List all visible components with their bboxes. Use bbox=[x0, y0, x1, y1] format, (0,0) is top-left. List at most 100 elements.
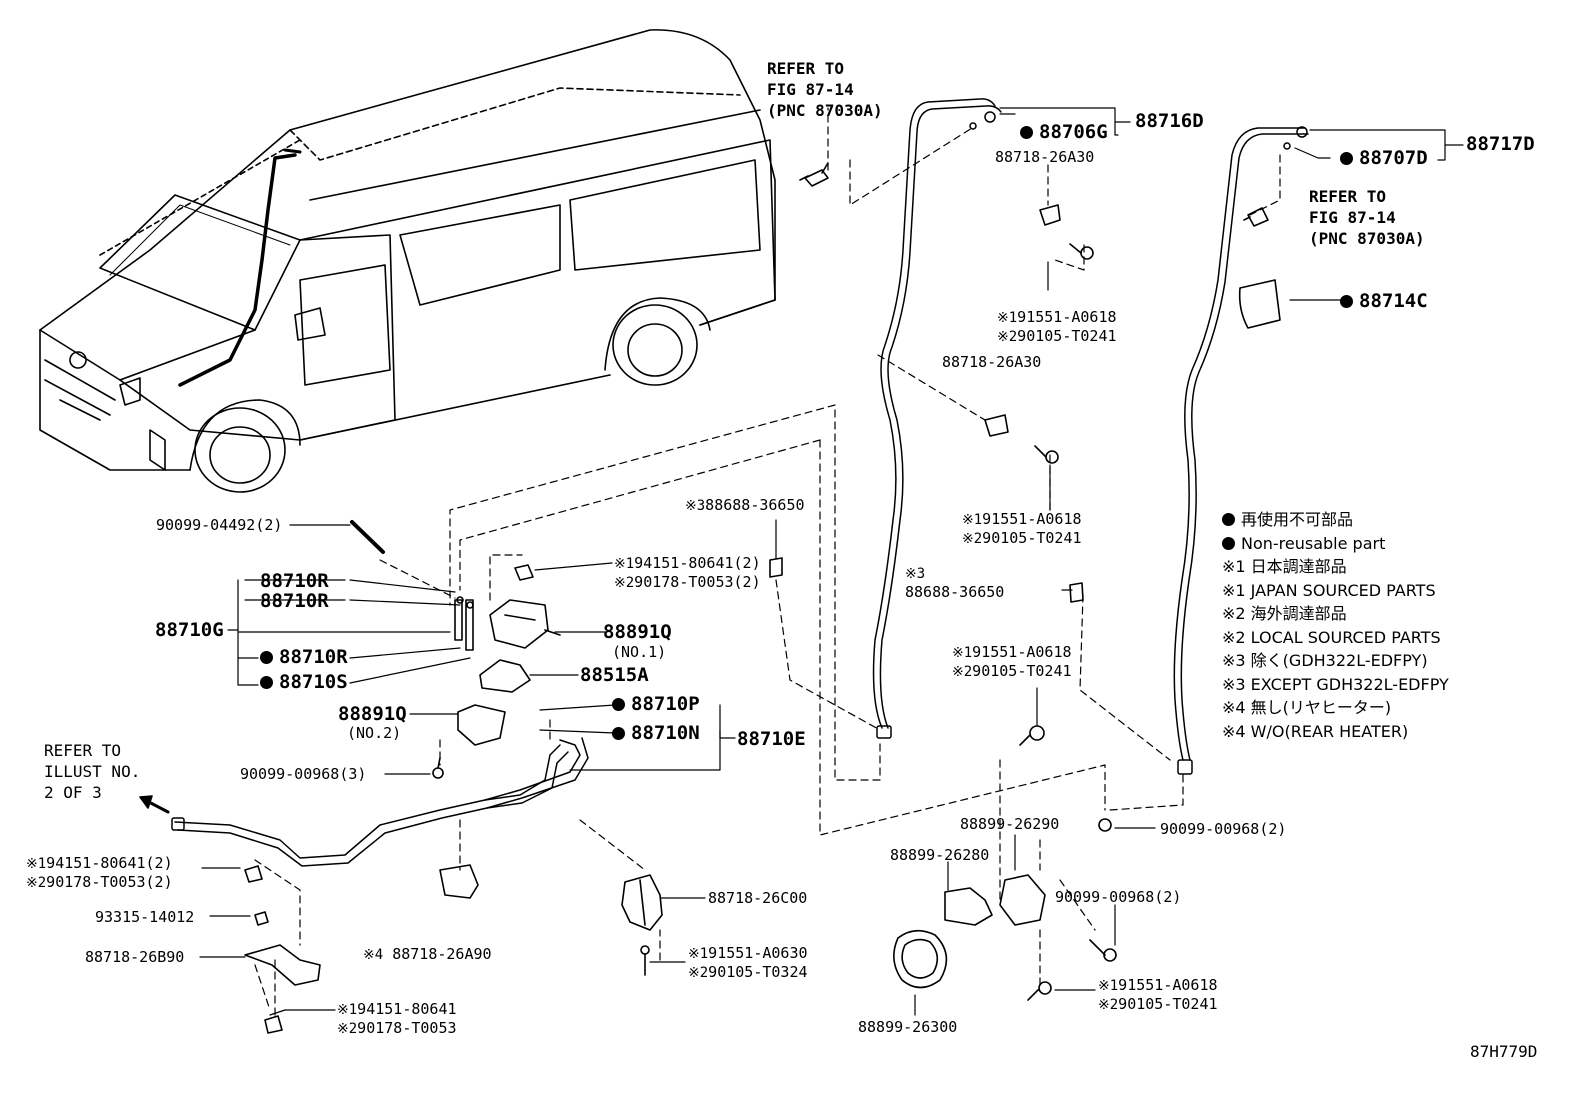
refer-illust: REFER TO ILLUST NO. 2 OF 3 bbox=[44, 741, 141, 802]
label-88718-26a30-mid: 88718-26A30 bbox=[942, 353, 1042, 371]
label-88718-26c00: 88718-26C00 bbox=[708, 889, 808, 907]
front-washer-tube bbox=[872, 98, 1002, 739]
clip-88688-right bbox=[1069, 582, 1084, 603]
bolt-right-mid bbox=[1019, 725, 1045, 746]
clamp-26a90 bbox=[439, 864, 479, 899]
label-88718-26a90: ※4 88718-26A90 bbox=[363, 945, 492, 963]
label-90099-00968-3: 90099-00968(3) bbox=[240, 765, 367, 783]
label-90099-04492: 90099-04492(2) bbox=[156, 516, 283, 534]
label-88714c: 88714C bbox=[1340, 290, 1428, 312]
legend-n3-jp: ※3 除く(GDH322L-EDFPY) bbox=[1222, 651, 1428, 670]
label-88718-26b90: 88718-26B90 bbox=[85, 948, 185, 966]
connector-top-tip bbox=[799, 175, 809, 181]
hose-88710e bbox=[171, 737, 589, 867]
bolt-label-right-mid: ※191551-A0618※290105-T0241 bbox=[952, 643, 1072, 680]
bolt-90099-04492 bbox=[350, 520, 385, 554]
label-88710e: 88710E bbox=[737, 728, 806, 750]
nut-label-top: ※194151-80641(2)※290178-T0053(2) bbox=[614, 554, 761, 591]
non-reusable-dot bbox=[1020, 126, 1033, 139]
legend-n2-en: ※2 LOCAL SOURCED PARTS bbox=[1222, 627, 1441, 647]
bolt-90099-00968-b bbox=[1103, 948, 1117, 962]
label-88899-26300: 88899-26300 bbox=[858, 1018, 958, 1036]
nut-label-bottom: ※194151-80641※290178-T0053 bbox=[337, 1000, 457, 1037]
label-no2: (NO.2) bbox=[347, 724, 402, 742]
label-88899-26290: 88899-26290 bbox=[960, 815, 1060, 833]
connector-top bbox=[804, 169, 829, 187]
label-93315-14012: 93315-14012 bbox=[95, 908, 195, 926]
label-88706g: 88706G bbox=[1020, 121, 1108, 143]
bracket-26b90 bbox=[244, 944, 321, 986]
bolt-label-26c00: ※191551-A0630※290105-T0324 bbox=[688, 944, 808, 981]
label-88707d: 88707D bbox=[1340, 147, 1428, 169]
clip-88688-left bbox=[769, 557, 783, 578]
cap-88714c bbox=[1238, 279, 1281, 329]
legend-n2-jp: ※2 海外調達部品 bbox=[1222, 604, 1347, 623]
bolt-90099-00968-a bbox=[1098, 818, 1112, 832]
non-reusable-dot bbox=[260, 651, 273, 664]
bracket-88899-26280 bbox=[944, 887, 993, 926]
bolt-mid bbox=[1034, 445, 1059, 464]
bolt-90099-00968-3 bbox=[432, 757, 444, 779]
label-88710p: 88710P bbox=[612, 693, 700, 715]
label-88710r-3: 88710R bbox=[260, 646, 348, 668]
bolt-label-top: ※191551-A0618※290105-T0241 bbox=[997, 308, 1117, 345]
valves-88710r bbox=[454, 596, 474, 651]
pump-88891q-no2 bbox=[457, 704, 506, 746]
label-88899-26280: 88899-26280 bbox=[890, 846, 990, 864]
bolt-top bbox=[1069, 243, 1094, 260]
label-88710r-2: 88710R bbox=[260, 590, 329, 612]
label-88891q-1: 88891Q bbox=[603, 621, 672, 643]
non-reusable-dot bbox=[1340, 152, 1353, 165]
label-88688-36650-left: ※388688-36650 bbox=[685, 496, 805, 514]
van-illustration bbox=[39, 29, 776, 493]
bolt-93315 bbox=[254, 911, 269, 926]
nut-mid-left bbox=[244, 865, 263, 883]
label-88718-26a30-top: 88718-26A30 bbox=[995, 148, 1095, 166]
label-88710n: 88710N bbox=[612, 722, 700, 744]
nut-label-mid-left: ※194151-80641(2)※290178-T0053(2) bbox=[26, 854, 173, 891]
bolt-label-mid: ※191551-A0618※290105-T0241 bbox=[962, 510, 1082, 547]
legend: 再使用不可部品 Non-reusable part ※1 日本調達部品 ※1 J… bbox=[1222, 508, 1449, 743]
connector-right bbox=[1247, 207, 1269, 227]
legend-non-reusable-en: Non-reusable part bbox=[1222, 532, 1449, 556]
refer-fig-top: REFER TO FIG 87-14 (PNC 87030A) bbox=[767, 59, 883, 120]
solid-leaders bbox=[199, 107, 1464, 1016]
bolt-91551-a0618-b bbox=[1038, 981, 1052, 995]
dashed-leaders bbox=[254, 107, 1281, 1021]
legend-non-reusable-jp: 再使用不可部品 bbox=[1222, 508, 1449, 532]
legend-n1-en: ※1 JAPAN SOURCED PARTS bbox=[1222, 580, 1436, 600]
rear-washer-tube bbox=[1173, 126, 1309, 775]
label-88710s: 88710S bbox=[260, 671, 348, 693]
label-88515a: 88515A bbox=[580, 664, 649, 686]
clip-26a30-mid bbox=[984, 414, 1009, 437]
bolt-26c00 bbox=[640, 945, 650, 976]
non-reusable-dot bbox=[1340, 295, 1353, 308]
legend-n4-jp: ※4 無し(リヤヒーター) bbox=[1222, 698, 1392, 717]
legend-n3-en: ※3 EXCEPT GDH322L-EDFPY bbox=[1222, 674, 1449, 694]
refer-fig-right: REFER TO FIG 87-14 (PNC 87030A) bbox=[1309, 187, 1425, 248]
legend-n1-jp: ※1 日本調達部品 bbox=[1222, 557, 1347, 576]
label-88717d: 88717D bbox=[1466, 133, 1535, 155]
label-88710g: 88710G bbox=[155, 619, 224, 641]
legend-n4-en: ※4 W/O(REAR HEATER) bbox=[1222, 721, 1409, 741]
nut-top bbox=[514, 564, 534, 581]
bolt-label-bottom-right: ※191551-A0618※290105-T0241 bbox=[1098, 976, 1218, 1013]
nut-bottom bbox=[264, 1015, 283, 1034]
label-88891q-2: 88891Q bbox=[338, 703, 407, 725]
arrow-head bbox=[139, 795, 153, 809]
pump-88891q-no1 bbox=[489, 599, 561, 649]
label-90099-00968-2a: 90099-00968(2) bbox=[1160, 820, 1287, 838]
label-no1: (NO.1) bbox=[612, 643, 667, 661]
bracket-26c00 bbox=[621, 874, 663, 931]
label-88716d: 88716D bbox=[1135, 110, 1204, 132]
bracket-88515a bbox=[479, 659, 531, 693]
clip-26a30-top bbox=[1039, 204, 1061, 226]
non-reusable-dot bbox=[612, 698, 625, 711]
label-88710r-1: 88710R bbox=[260, 570, 329, 592]
diagram-id: 87H779D bbox=[1470, 1042, 1538, 1061]
grommet-88899-26300 bbox=[893, 929, 948, 989]
bracket-88899-26290 bbox=[999, 874, 1046, 926]
